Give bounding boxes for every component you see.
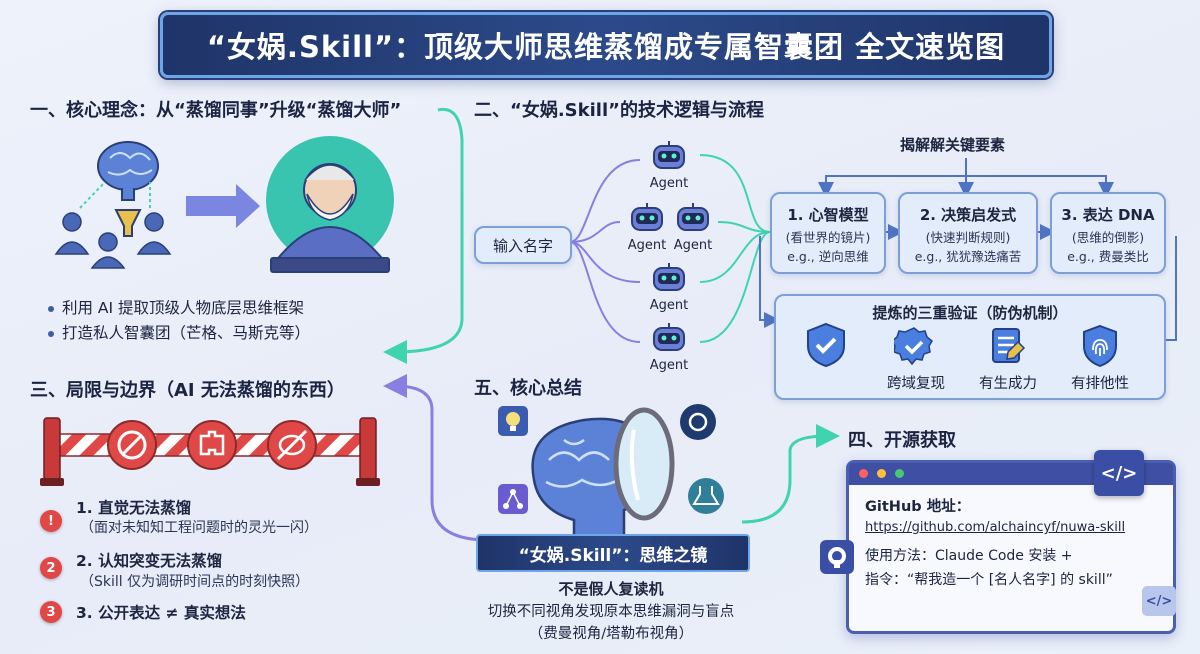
fingerprint-shield-icon [1083,324,1117,368]
lightbulb-icon [498,406,528,436]
section5-title: 五、核心总结 [474,378,582,399]
limit-sub-1: （面对未知知工程问题时的灵光一闪） [80,520,318,536]
mirror-banner-text: “女娲.Skill”：思维之镜 [518,545,708,566]
robot-icon [653,323,685,351]
agent-5: Agent [646,322,692,373]
people-icon [54,212,172,269]
github-icon[interactable] [820,540,854,574]
no-brain-icon [267,420,317,470]
agent-label: Agent [673,238,713,253]
element-title: 1. 心智模型 [787,206,869,224]
barrier-illustration [40,417,380,486]
window-close-dot [859,469,868,478]
summary-line-2: 切换不同视角发现原本思维漏洞与盲点 [487,604,735,620]
arrow-s1-s2 [383,107,464,364]
section1-bullet-1: 利用 AI 提取顶级人物底层思维框架 [48,296,304,318]
title-banner: “女娲.Skill”：顶级大师思维蒸馏成专属智囊团 全文速览图 [160,12,1052,78]
summary-line-3: （费曼视角/塔勒布视角） [528,626,694,642]
code-small-icon: </> [1142,586,1176,616]
no-entry-icon [107,420,157,470]
mirror-banner: “女娲.Skill”：思维之镜 [476,534,750,572]
element-box-2: 2. 决策启发式 (快速判断规则) e.g., 犹犹豫选痛苦 [898,192,1038,274]
limit-badge-3: 3 [40,601,62,623]
element-sub: (看世界的镜片) [785,230,871,245]
arrow-to-master [186,184,260,228]
agent-1: Agent [646,140,692,191]
section1-title: 一、核心理念：从“蒸馏同事”升级“蒸馏大师” [30,100,402,121]
limit-badge-1: ! [40,510,62,532]
section3-title: 三、局限与边界（AI 无法蒸馏的东西） [30,380,345,401]
robot-icon [653,263,685,291]
limit-title-3: 3. 公开表达 ≠ 真实想法 [76,604,246,622]
agent-3: Agent [670,202,716,253]
agent-label: Agent [649,176,689,191]
element-box-1: 1. 心智模型 (看世界的镜片) e.g., 逆向思维 [770,192,886,274]
page-title: “女娲.Skill”：顶级大师思维蒸馏成专属智囊团 全文速览图 [206,30,1006,64]
team-brain-illustration [54,141,172,269]
funnel-icon [114,209,142,237]
arrow-s5-s4 [741,424,840,524]
browser-titlebar [849,463,1173,485]
element-eg: e.g., 费曼类比 [1067,249,1149,264]
brain-mirror-illustration [498,404,724,542]
shield-check-icon [807,322,845,368]
limit-sub-2: （Skill 仅为调研时间点的时刻快照） [80,574,310,590]
section2-title: 二、“女娲.Skill”的技术逻辑与流程 [474,100,764,121]
github-link[interactable]: https://github.com/alchaincyf/nuwa-skill [865,520,1126,535]
github-label: GitHub 地址： [865,499,971,515]
usage-text: 使用方法：Claude Code 安装 + [865,548,1073,564]
limit-badge-2: 2 [40,557,62,579]
decode-title: 揭解解关键要素 [900,136,1006,154]
arrow-s5-s3 [383,374,489,542]
robot-icon [631,203,663,231]
window-minimize-dot [877,469,887,478]
mirror-icon [613,407,675,521]
master-avatar [266,136,394,273]
head-gear-icon [680,404,716,440]
verify-label-3: 有排他性 [1071,376,1129,392]
section4-title: 四、开源获取 [848,430,956,451]
input-name-box: 输入名字 [474,226,572,264]
agent-label: Agent [649,358,689,373]
robot-icon [677,203,709,231]
document-edit-icon [992,328,1026,363]
agent-label: Agent [627,238,667,253]
input-name-label: 输入名字 [492,236,553,255]
element-title: 2. 决策启发式 [919,206,1017,224]
limit-title-1: 1. 直觉无法蒸馏 [76,499,192,517]
element-box-3: 3. 表达 DNA (思维的倒影) e.g., 费曼类比 [1050,192,1166,274]
element-eg: e.g., 犹犹豫选痛苦 [914,249,1022,264]
element-sub: (思维的倒影) [1071,230,1145,245]
command-text: 指令：“帮我造一个 [名人名字] 的 skill” [865,572,1113,588]
badge-check-icon [894,327,933,366]
verify-label-2: 有生成力 [979,376,1037,392]
chemistry-icon [688,478,724,514]
element-sub: (快速判断规则) [925,230,1011,245]
agent-4: Agent [646,262,692,313]
verification-title: 提炼的三重验证（防伪机制） [872,304,1068,322]
brain-icon [97,141,159,201]
summary-line-1: 不是假人复读机 [558,580,664,598]
robot-icon [653,141,685,169]
verify-label-1: 跨域复现 [887,376,945,392]
agent-2: Agent [624,202,670,253]
network-icon [498,484,528,514]
agent-label: Agent [649,298,689,313]
window-maximize-dot [895,469,905,478]
element-eg: e.g., 逆向思维 [787,249,869,264]
broken-puzzle-icon [187,420,237,470]
element-title: 3. 表达 DNA [1061,206,1155,224]
limit-title-2: 2. 认知突变无法蒸馏 [76,552,223,570]
section1-bullet-2: 打造私人智囊团（芒格、马斯克等） [48,321,310,343]
code-icon: </> [1094,450,1144,496]
